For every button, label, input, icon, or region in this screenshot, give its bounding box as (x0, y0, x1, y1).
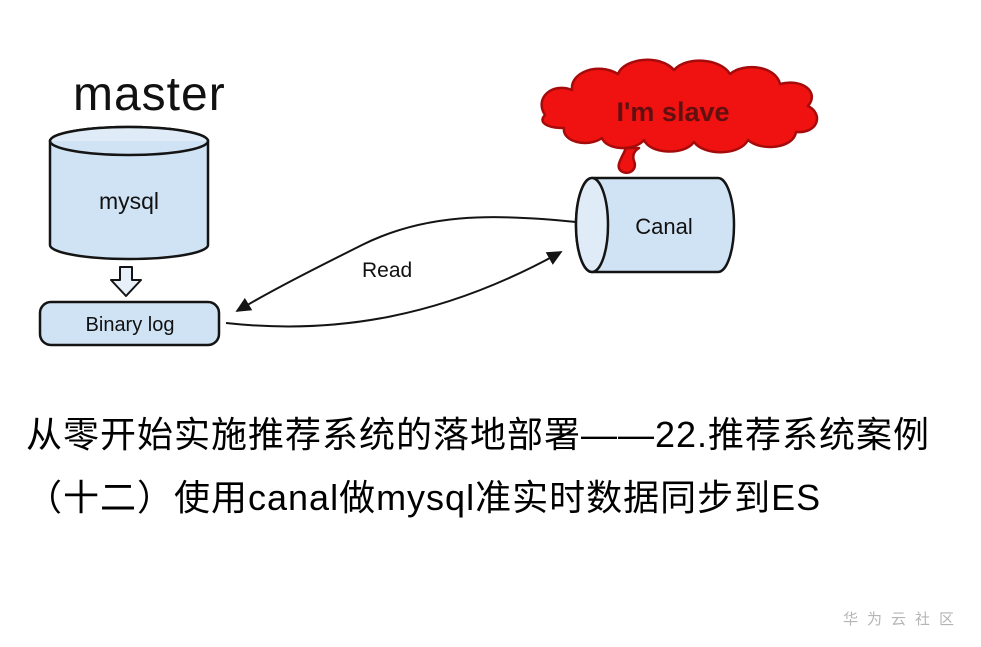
cloud-label: I'm slave (617, 97, 730, 127)
caption-line-1: 从零开始实施推荐系统的落地部署——22.推荐系统案例 (26, 414, 931, 455)
canal-cylinder: Canal (574, 176, 736, 274)
caption: 从零开始实施推荐系统的落地部署——22.推荐系统案例 （十二）使用canal做m… (26, 403, 966, 529)
mysql-cylinder-top-highlight (48, 125, 210, 142)
arrow-binlog-to-canal (225, 251, 563, 328)
thought-cloud-tail (617, 146, 641, 175)
thought-cloud: I'm slave (540, 58, 819, 175)
watermark: 华为云社区 (842, 611, 963, 628)
mysql-cylinder: mysql (48, 125, 210, 261)
arrow-canal-to-binlog (235, 216, 577, 312)
caption-line-2: （十二）使用canal做mysql准实时数据同步到ES (26, 477, 822, 518)
read-label: Read (362, 259, 412, 282)
down-arrow-icon (110, 266, 142, 297)
mysql-label: mysql (99, 188, 159, 214)
master-label: master (73, 68, 226, 121)
canal-label: Canal (635, 214, 692, 239)
mysql-cylinder-rim (48, 140, 210, 157)
thought-cloud-shape (540, 58, 819, 154)
binary-log-rect (38, 300, 221, 347)
canal-cylinder-cap (574, 176, 610, 274)
binary-log-label: Binary log (86, 314, 175, 336)
binary-log-box: Binary log (38, 300, 221, 347)
